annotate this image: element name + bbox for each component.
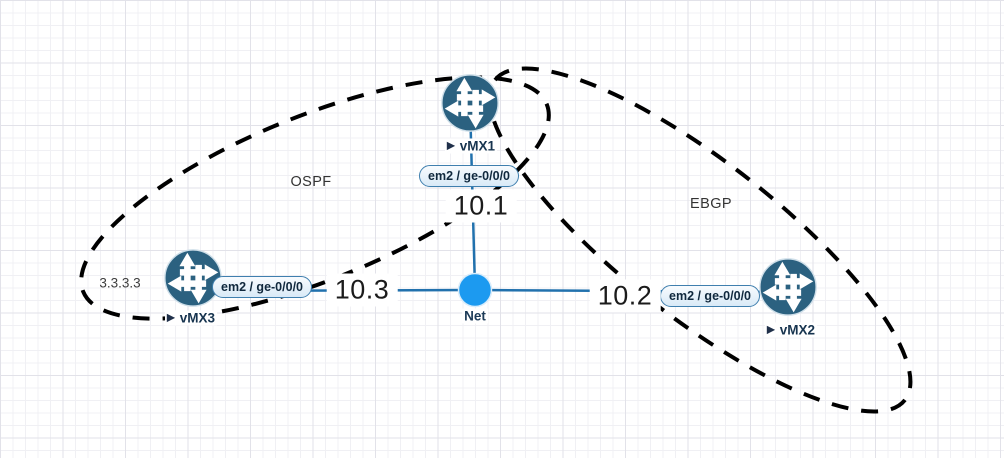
router-icon-vmx1[interactable]: [442, 75, 498, 131]
router-icon-vmx2[interactable]: [760, 259, 816, 315]
interface-pill-vmx1[interactable]: em2 / ge-0/0/0: [419, 165, 519, 187]
running-indicator-icon: ▶: [767, 324, 775, 335]
net-node-label: Net: [462, 308, 488, 324]
node-name-vmx2: vMX2: [779, 322, 815, 338]
link-label-10-3: 10.3: [326, 273, 398, 307]
ebgp-area-outline: [487, 66, 913, 414]
interface-pill-vmx2[interactable]: em2 / ge-0/0/0: [660, 285, 760, 307]
node-label-vmx3[interactable]: ▶ vMX3: [165, 310, 217, 326]
ospf-area-label: OSPF: [290, 174, 332, 190]
running-indicator-icon: ▶: [447, 140, 455, 151]
router-icon-vmx3[interactable]: [165, 250, 221, 306]
link-label-10-1: 10.1: [445, 189, 517, 223]
node-name-vmx1: vMX1: [459, 138, 495, 154]
node-label-vmx1[interactable]: ▶ vMX1: [445, 138, 497, 154]
running-indicator-icon: ▶: [167, 312, 175, 323]
node-label-vmx2[interactable]: ▶ vMX2: [765, 322, 817, 338]
link-label-10-2: 10.2: [589, 279, 661, 313]
node-name-vmx3: vMX3: [179, 310, 215, 326]
ebgp-area-label: EBGP: [690, 196, 732, 212]
interface-pill-vmx3[interactable]: em2 / ge-0/0/0: [212, 276, 312, 298]
vmx3-ip-label: 3.3.3.3: [99, 275, 141, 291]
net-node[interactable]: [457, 272, 493, 308]
